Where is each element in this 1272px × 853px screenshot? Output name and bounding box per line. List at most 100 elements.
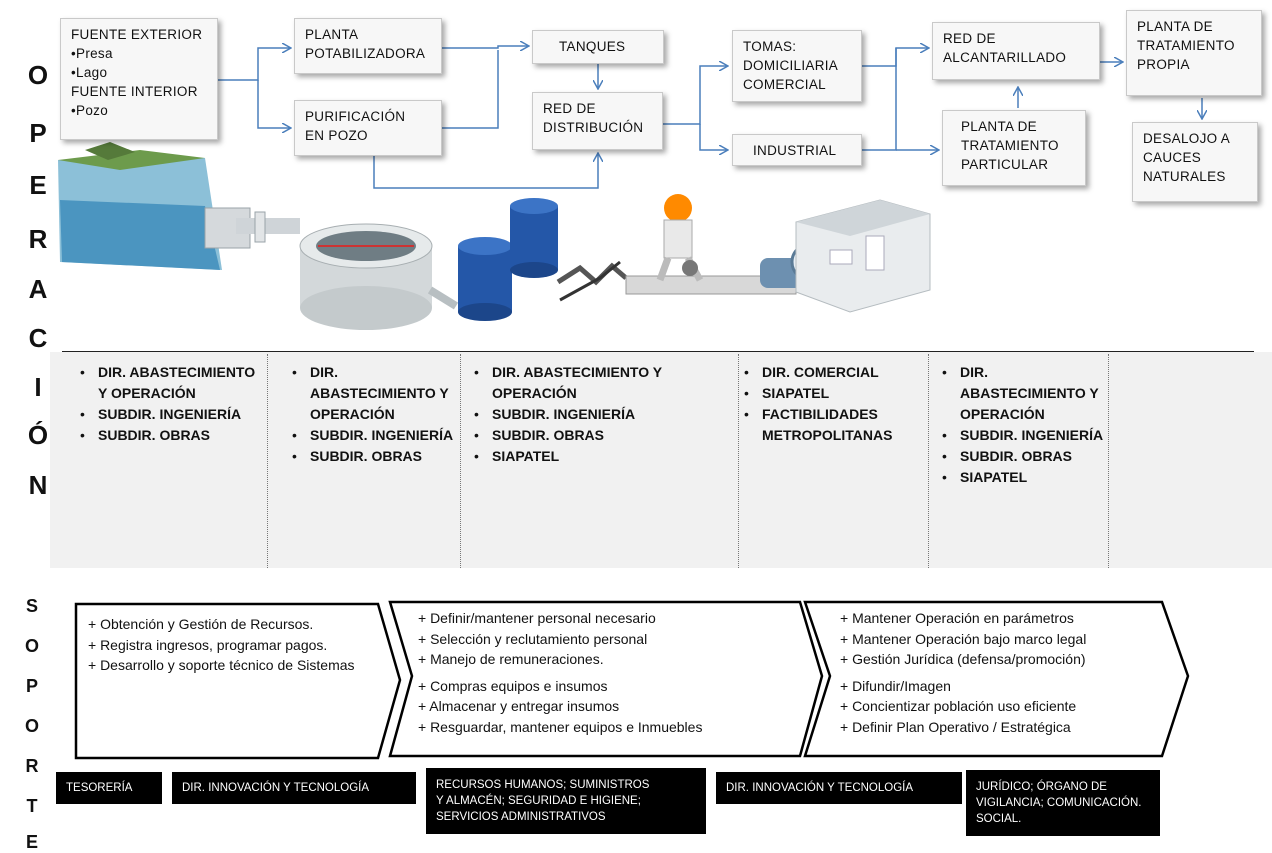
box-line: RED DE bbox=[943, 31, 996, 46]
box-purificacion-pozo: PURIFICACIÓN EN POZO bbox=[294, 100, 442, 156]
responsable-item: SUBDIR. OBRAS bbox=[292, 446, 454, 467]
pipe-worker-illustration bbox=[625, 194, 797, 295]
side-letter: N bbox=[28, 470, 48, 500]
side-letter: C bbox=[28, 323, 48, 353]
soporte-item: + Resguardar, mantener equipos e Inmuebl… bbox=[418, 718, 703, 735]
side-letter: O bbox=[27, 60, 49, 90]
responsable-item: SUBDIR. INGENIERÍA bbox=[474, 404, 736, 425]
box-tomas: TOMAS: DOMICILIARIA COMERCIAL bbox=[732, 30, 862, 102]
box-line: POTABILIZADORA bbox=[305, 46, 426, 61]
chevron-2-text: + Definir/mantener personal necesario + … bbox=[418, 608, 788, 737]
area-label: RECURSOS HUMANOS; SUMINISTROS bbox=[436, 779, 650, 791]
box-line: NATURALES bbox=[1143, 169, 1226, 184]
area-label: DIR. INNOVACIÓN Y TECNOLOGÍA bbox=[726, 782, 914, 794]
box-line: TANQUES bbox=[559, 39, 626, 54]
responsable-item: SUBDIR. OBRAS bbox=[474, 425, 736, 446]
box-red-alcantarillado: RED DE ALCANTARILLADO bbox=[932, 22, 1100, 80]
box-line: DESALOJO A bbox=[1143, 131, 1231, 146]
soporte-item: + Manejo de remuneraciones. bbox=[418, 651, 604, 667]
box-desalojo: DESALOJO A CAUCES NATURALES bbox=[1132, 122, 1258, 202]
side-letter: P bbox=[25, 676, 38, 696]
treatment-plant-illustration bbox=[299, 223, 459, 330]
box-industrial: INDUSTRIAL bbox=[732, 134, 862, 166]
soporte-item: + Gestión Jurídica (defensa/promoción) bbox=[840, 651, 1086, 667]
bathroom-illustration bbox=[795, 199, 931, 313]
column-divider bbox=[267, 354, 268, 568]
soporte-item: + Compras equipos e insumos bbox=[418, 677, 608, 694]
soporte-item: + Difundir/Imagen bbox=[840, 677, 951, 694]
area-label: VIGILANCIA; COMUNICACIÓN. bbox=[976, 797, 1142, 809]
box-line: FUENTE EXTERIOR bbox=[71, 27, 203, 42]
box-line: EN POZO bbox=[305, 128, 368, 143]
chevron-1-text: + Obtención y Gestión de Recursos. + Reg… bbox=[88, 614, 372, 676]
box-line: TRATAMIENTO bbox=[961, 138, 1059, 153]
box-line: •Presa bbox=[71, 46, 113, 61]
responsable-item: SUBDIR. INGENIERÍA bbox=[942, 425, 1106, 446]
column-divider bbox=[928, 354, 929, 568]
responsable-item: SIAPATEL bbox=[744, 383, 926, 404]
responsable-item: SUBDIR. OBRAS bbox=[80, 425, 266, 446]
responsable-item: SIAPATEL bbox=[942, 467, 1106, 488]
box-line: PARTICULAR bbox=[961, 157, 1049, 172]
box-line: PURIFICACIÓN bbox=[305, 109, 406, 124]
side-letter: E bbox=[25, 832, 38, 852]
area-label: DIR. INNOVACIÓN Y TECNOLOGÍA bbox=[182, 782, 370, 794]
water-source-illustration bbox=[58, 142, 300, 270]
box-line: FUENTE INTERIOR bbox=[71, 84, 198, 99]
box-planta-potabilizadora: PLANTA POTABILIZADORA bbox=[294, 18, 442, 74]
box-line: DOMICILIARIA bbox=[743, 58, 839, 73]
responsables-column-5: DIR. ABASTECIMIENTO Y OPERACIÓN SUBDIR. … bbox=[942, 362, 1106, 488]
area-label: JURÍDICO; ÓRGANO DE bbox=[976, 781, 1107, 793]
soporte-item: + Definir/mantener personal necesario bbox=[418, 610, 656, 626]
water-tanks-illustration bbox=[458, 198, 628, 321]
area-rrhh: RECURSOS HUMANOS; SUMINISTROS Y ALMACÉN;… bbox=[426, 768, 706, 834]
responsable-item: DIR. COMERCIAL bbox=[744, 362, 926, 383]
responsable-item: DIR. ABASTECIMIENTO Y OPERACIÓN bbox=[292, 362, 454, 425]
side-letter: I bbox=[34, 372, 42, 402]
side-letter: Ó bbox=[27, 420, 49, 450]
responsables-column-1: DIR. ABASTECIMIENTO Y OPERACIÓN SUBDIR. … bbox=[80, 362, 266, 446]
box-line: DISTRIBUCIÓN bbox=[543, 120, 644, 135]
box-line: INDUSTRIAL bbox=[753, 143, 837, 158]
box-line: TRATAMIENTO bbox=[1137, 38, 1235, 53]
box-line: ALCANTARILLADO bbox=[943, 50, 1067, 65]
area-label: TESORERÍA bbox=[66, 782, 133, 794]
box-line: PLANTA DE bbox=[961, 119, 1037, 134]
box-line: PROPIA bbox=[1137, 57, 1190, 72]
responsable-item: SIAPATEL bbox=[474, 446, 736, 467]
box-line: •Lago bbox=[71, 65, 108, 80]
box-line: COMERCIAL bbox=[743, 77, 826, 92]
soporte-item: + Obtención y Gestión de Recursos. bbox=[88, 616, 314, 632]
side-letter: T bbox=[26, 796, 38, 816]
column-divider bbox=[738, 354, 739, 568]
chevron-3-text: + Mantener Operación en parámetros + Man… bbox=[840, 608, 1160, 737]
water-meter-illustration bbox=[760, 242, 830, 288]
soporte-item: + Mantener Operación bajo marco legal bbox=[840, 630, 1087, 647]
box-planta-tratamiento-particular: PLANTA DE TRATAMIENTO PARTICULAR bbox=[942, 110, 1086, 186]
side-letter: R bbox=[25, 756, 39, 776]
area-label: SOCIAL. bbox=[976, 813, 1022, 825]
responsable-item: SUBDIR. INGENIERÍA bbox=[80, 404, 266, 425]
area-innovacion-1: DIR. INNOVACIÓN Y TECNOLOGÍA bbox=[172, 772, 416, 804]
box-tanques: TANQUES bbox=[532, 30, 664, 64]
responsable-item: FACTIBILIDADES METROPOLITANAS bbox=[744, 404, 926, 446]
responsable-item: DIR. ABASTECIMIENTO Y OPERACIÓN bbox=[474, 362, 736, 404]
area-tesoreria: TESORERÍA bbox=[56, 772, 162, 804]
side-letter: R bbox=[28, 224, 48, 254]
area-label: Y ALMACÉN; SEGURIDAD E HIGIENE; bbox=[436, 795, 641, 807]
responsable-item: DIR. ABASTECIMIENTO Y OPERACIÓN bbox=[942, 362, 1106, 425]
box-line: CAUCES bbox=[1143, 150, 1202, 165]
box-line: PLANTA DE bbox=[1137, 19, 1213, 34]
soporte-item: + Selección y reclutamiento personal bbox=[418, 630, 648, 647]
responsable-item: SUBDIR. OBRAS bbox=[942, 446, 1106, 467]
soporte-item: + Desarrollo y soporte técnico de Sistem… bbox=[88, 657, 355, 673]
soporte-item: + Registra ingresos, programar pagos. bbox=[88, 636, 328, 653]
box-line: RED DE bbox=[543, 101, 596, 116]
box-line: TOMAS: bbox=[743, 39, 797, 54]
box-red-distribucion: RED DE DISTRIBUCIÓN bbox=[532, 92, 663, 150]
box-line: •Pozo bbox=[71, 103, 108, 118]
box-planta-tratamiento-propia: PLANTA DE TRATAMIENTO PROPIA bbox=[1126, 10, 1262, 96]
side-letter: O bbox=[24, 716, 39, 736]
responsables-column-4: DIR. COMERCIAL SIAPATEL FACTIBILIDADES M… bbox=[744, 362, 926, 446]
soporte-item: + Definir Plan Operativo / Estratégica bbox=[840, 718, 1071, 735]
